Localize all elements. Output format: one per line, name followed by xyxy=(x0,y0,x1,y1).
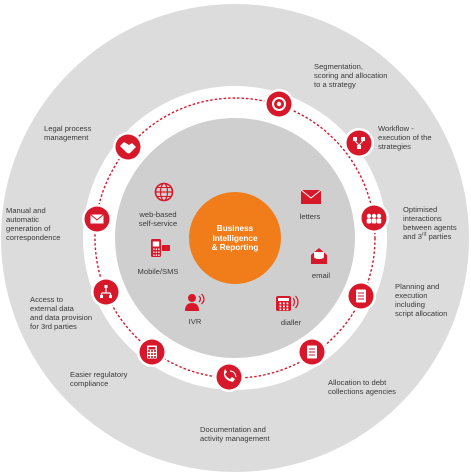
cycle-path xyxy=(94,97,376,379)
channel-label-web: web-based self-service xyxy=(138,210,178,228)
step-node-segmentation xyxy=(264,89,294,119)
core-circle xyxy=(189,192,281,284)
dialler-phone-icon xyxy=(276,295,299,311)
step-label-planning: Planning and execution including script … xyxy=(395,282,448,318)
step-label-legal: Legal process management xyxy=(44,124,92,142)
step-node-manual xyxy=(82,204,112,234)
step-node-optimised xyxy=(359,203,389,233)
step-label-access: Access to external data and data provisi… xyxy=(30,295,93,331)
step-node-planning xyxy=(346,281,376,311)
ivr-person-icon xyxy=(185,293,205,311)
step-label-documentation: Documentation and activity management xyxy=(200,425,270,443)
channel-label-letters: letters xyxy=(299,212,321,221)
mobile-phone-icon xyxy=(151,239,170,257)
step-label-optimised: Optimised interactions between agents an… xyxy=(403,205,457,241)
calculator-icon xyxy=(147,345,157,359)
step-label-segmentation: Segmentation, scoring and allocation to … xyxy=(314,62,388,89)
workflow-icon xyxy=(353,137,365,149)
channel-label-email: email xyxy=(311,271,331,280)
step-node-allocation xyxy=(297,337,327,367)
document-allocation-icon xyxy=(307,345,317,359)
people-group-icon xyxy=(366,213,382,224)
step-node-regulatory xyxy=(137,337,167,367)
step-label-workflow: Workflow - execution of the strategies xyxy=(378,124,432,151)
phone-handset-icon xyxy=(223,369,237,382)
letter-envelope-icon xyxy=(300,189,322,204)
step-label-manual: Manual and automatic generation of corre… xyxy=(6,206,61,242)
channel-label-mobile: Mobile/SMS xyxy=(137,267,179,276)
core-label: Business Intelligence & Reporting xyxy=(211,224,259,252)
email-envelope-icon xyxy=(310,248,328,264)
channel-label-ivr: IVR xyxy=(188,317,202,326)
step-label-regulatory: Easier regulatory compliance xyxy=(70,370,128,388)
envelope-icon xyxy=(90,214,104,224)
data-flow-icon xyxy=(100,285,112,298)
step-node-access xyxy=(91,277,121,307)
step-node-workflow xyxy=(344,128,374,158)
handshake-icon xyxy=(120,142,136,154)
document-script-icon xyxy=(356,289,366,303)
channel-label-dialler: dialler xyxy=(280,318,302,327)
cycle-arrows-icon xyxy=(272,97,286,111)
step-node-documentation xyxy=(214,362,244,392)
step-label-allocation: Allocation to debt collections agencies xyxy=(328,378,396,396)
step-node-legal xyxy=(113,132,143,162)
globe-icon xyxy=(154,182,174,202)
